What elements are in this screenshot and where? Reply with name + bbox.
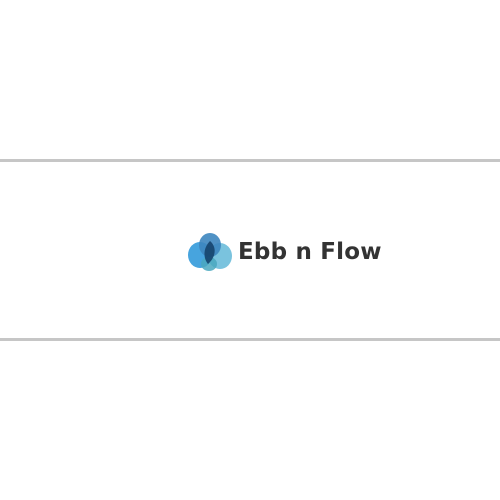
bottom-petal [201, 257, 217, 271]
center-overlap [204, 241, 215, 264]
flower-petals-icon [188, 233, 232, 271]
top-divider [0, 159, 500, 162]
brand-logo: Ebb n Flow [186, 231, 382, 273]
brand-name: Ebb n Flow [238, 238, 382, 265]
bottom-divider [0, 338, 500, 341]
